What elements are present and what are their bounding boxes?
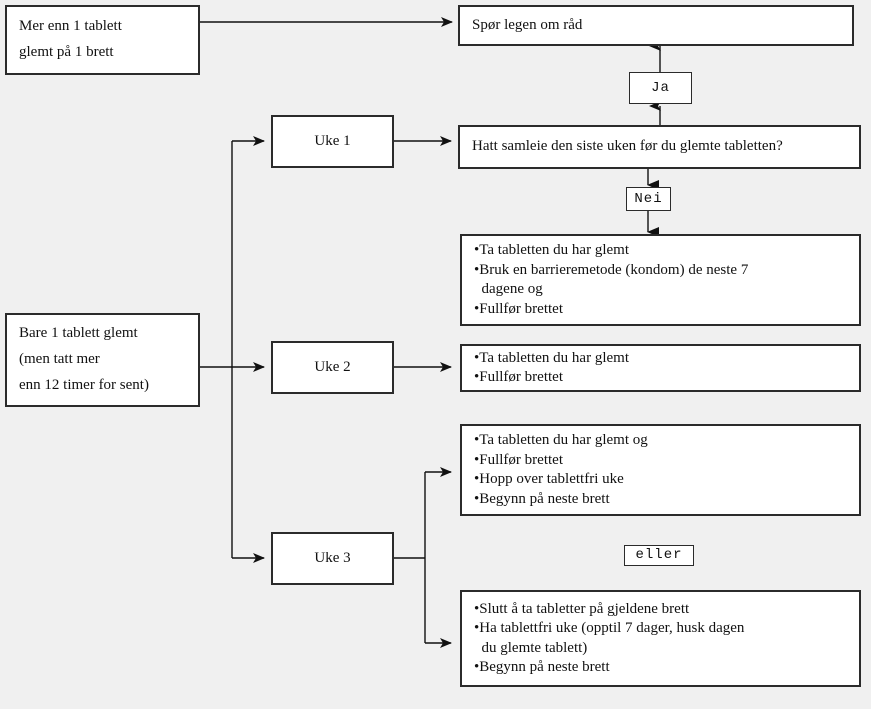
advice-line: •Bruk en barrieremetode (kondom) de nest… (474, 261, 749, 278)
node-line: Hatt samleie den siste uken før du glemt… (472, 138, 783, 155)
advice-line: •Ta tabletten du har glemt (474, 349, 629, 366)
node-line: Uke 3 (314, 549, 351, 566)
node-label-eller[interactable]: eller (624, 545, 694, 566)
node-week-3[interactable]: Uke 3 (271, 532, 394, 585)
node-advice-week-3-option-a[interactable]: •Ta tabletten du har glemt og •Fullfør b… (460, 424, 861, 516)
node-week-1[interactable]: Uke 1 (271, 115, 394, 168)
advice-line: •Fullfør brettet (474, 451, 563, 468)
node-line: eller (635, 547, 683, 564)
node-label-ja[interactable]: Ja (629, 72, 692, 104)
advice-line: •Ta tabletten du har glemt (474, 242, 629, 258)
node-line: Mer enn 1 tablett (19, 18, 122, 35)
advice-line: •Begynn på neste brett (474, 659, 610, 675)
advice-line: du glemte tablett) (474, 639, 588, 656)
node-line: Uke 1 (314, 132, 351, 149)
advice-line: •Fullfør brettet (474, 369, 563, 385)
node-only-one-tablet[interactable]: Bare 1 tablett glemt (men tatt mer enn 1… (5, 313, 200, 407)
node-advice-week-2[interactable]: •Ta tabletten du har glemt •Fullfør bret… (460, 344, 861, 392)
node-label-nei[interactable]: Nei (626, 187, 671, 211)
advice-line: •Begynn på neste brett (474, 490, 610, 507)
advice-line: •Ta tabletten du har glemt og (474, 432, 648, 448)
node-line: Bare 1 tablett glemt (19, 325, 138, 342)
node-line: enn 12 timer for sent) (19, 376, 149, 393)
node-more-than-one-tablet[interactable]: Mer enn 1 tablett glemt på 1 brett (5, 5, 200, 75)
node-line: glemt på 1 brett (19, 44, 114, 60)
node-ask-doctor[interactable]: Spør legen om råd (458, 5, 854, 46)
node-line: Spør legen om råd (472, 16, 583, 33)
advice-line: •Hopp over tablettfri uke (474, 471, 624, 487)
node-line: (men tatt mer (19, 351, 100, 368)
advice-line: •Ha tablettfri uke (opptil 7 dager, husk… (474, 620, 745, 636)
advice-line: dagene og (474, 281, 543, 297)
advice-line: •Fullfør brettet (474, 300, 563, 317)
node-advice-week-1[interactable]: •Ta tabletten du har glemt •Bruk en barr… (460, 234, 861, 326)
advice-line: •Slutt å ta tabletter på gjeldene brett (474, 600, 690, 617)
node-question-intercourse[interactable]: Hatt samleie den siste uken før du glemt… (458, 125, 861, 169)
node-advice-week-3-option-b[interactable]: •Slutt å ta tabletter på gjeldene brett … (460, 590, 861, 687)
node-line: Nei (634, 190, 663, 207)
node-line: Uke 2 (314, 358, 351, 375)
node-line: Ja (651, 79, 670, 96)
node-week-2[interactable]: Uke 2 (271, 341, 394, 394)
